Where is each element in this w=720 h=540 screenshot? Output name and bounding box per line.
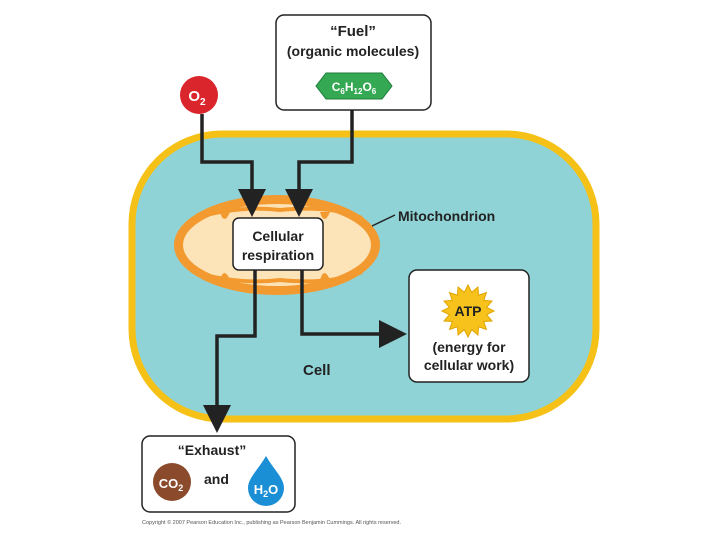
exhaust-box: “Exhaust” CO2 and H2O xyxy=(141,435,296,513)
fuel-title: “Fuel” xyxy=(330,23,376,40)
h2o-droplet: H2O xyxy=(248,456,284,506)
atp-box: ATP (energy for cellular work) xyxy=(408,269,530,383)
fuel-arrow xyxy=(285,110,354,217)
mitochondrion-leader xyxy=(371,214,396,227)
cellular-respiration-box: Cellular respiration xyxy=(232,217,324,271)
atp-arrow xyxy=(300,268,407,348)
exhaust-and: and xyxy=(204,471,229,487)
fuel-box: “Fuel” (organic molecules) C6H12O6 xyxy=(275,14,432,111)
co2-formula: CO2 xyxy=(159,476,184,493)
h2o-formula: H2O xyxy=(254,482,279,499)
atp-label: ATP xyxy=(455,303,482,319)
atp-description-line1: (energy for xyxy=(432,339,506,355)
cellular-respiration-line2: respiration xyxy=(242,247,314,263)
oxygen-arrow xyxy=(200,114,266,217)
exhaust-title: “Exhaust” xyxy=(178,442,246,458)
exhaust-arrow xyxy=(203,268,257,433)
glucose-formula: C6H12O6 xyxy=(332,80,377,96)
copyright-notice: Copyright © 2007 Pearson Education Inc.,… xyxy=(142,519,401,526)
mitochondrion-label: Mitochondrion xyxy=(398,208,495,224)
oxygen-badge: O2 xyxy=(180,76,218,114)
cellular-respiration-line1: Cellular xyxy=(252,228,304,244)
glucose-badge: C6H12O6 xyxy=(315,72,393,100)
atp-description-line2: cellular work) xyxy=(424,357,514,373)
fuel-subtitle: (organic molecules) xyxy=(287,43,419,59)
atp-burst: ATP xyxy=(440,283,496,339)
co2-badge: CO2 xyxy=(153,463,191,501)
cell-label: Cell xyxy=(303,362,331,379)
oxygen-formula: O2 xyxy=(188,88,206,108)
